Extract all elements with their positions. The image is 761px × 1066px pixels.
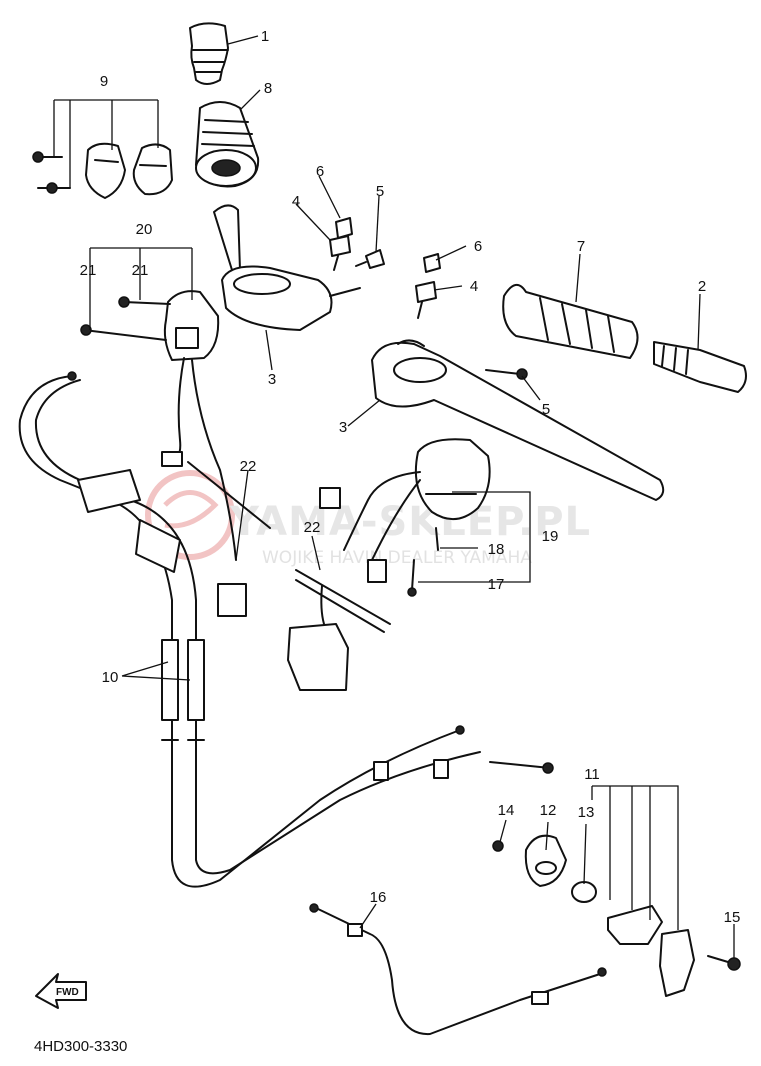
part-8-left-grip	[195, 101, 260, 188]
callout-21-outer: 21	[80, 262, 97, 279]
fwd-label: FWD	[56, 987, 79, 998]
part-10-throttle-cables	[18, 371, 554, 888]
callout-4-right: 4	[470, 278, 478, 295]
callout-21-inner: 21	[132, 262, 149, 279]
leader-lines	[53, 35, 735, 958]
callout-6-right: 6	[474, 238, 482, 255]
callout-3-right: 2	[698, 278, 706, 295]
part-7-right-grip	[502, 284, 639, 359]
part-16-choke-cable	[309, 903, 607, 1036]
callout-15: 15	[724, 909, 741, 926]
callout-9: 9	[100, 73, 108, 90]
callout-3-left: 1	[261, 28, 269, 45]
callout-12: 12	[540, 802, 557, 819]
diagram-code: 4HD300-3330	[34, 1038, 127, 1055]
part-2-handlebar-left	[213, 204, 361, 331]
watermark-main-text: YAMA-SKLEP.PL	[229, 499, 591, 545]
callout-19: 17	[488, 576, 505, 593]
callout-7: 7	[577, 238, 585, 255]
part-20-left-switch	[80, 290, 271, 617]
callout-1: 3	[339, 419, 347, 436]
part-22-strap	[287, 569, 391, 691]
part-3-right-grip-end	[653, 341, 747, 393]
callout-22-right: 22	[304, 519, 321, 536]
callout-2: 3	[268, 371, 276, 388]
callout-4-left: 4	[292, 193, 300, 210]
part-17-right-switch	[319, 438, 491, 597]
parts-4-5-6-left	[329, 217, 385, 271]
callout-16: 16	[370, 889, 387, 906]
callout-5-left: 5	[376, 183, 384, 200]
fwd-arrow-icon: FWD	[35, 973, 87, 1009]
part-1-handlebar-right	[371, 339, 665, 501]
watermark: YAMA-SKLEP.PL WOJIKE HAVIN DEALER YAMAHA	[145, 470, 591, 568]
callout-8: 8	[264, 80, 272, 97]
callout-11: 11	[584, 766, 600, 783]
callout-14: 14	[498, 802, 515, 819]
callout-numbers: 1 8 9 6 4 5 20 21 21 6 4 7 2 5 3 3 22 22…	[80, 28, 741, 926]
callout-6-left: 6	[316, 163, 324, 180]
callout-10: 10	[102, 669, 119, 686]
parts-4-6-right	[415, 253, 441, 319]
callout-22-left: 22	[240, 458, 257, 475]
watermark-sub-text: WOJIKE HAVIN DEALER YAMAHA	[262, 548, 532, 568]
callout-18: 18	[488, 541, 505, 558]
part-3-left-grip-end	[189, 22, 229, 85]
callout-20: 20	[136, 221, 153, 238]
callout-13: 13	[578, 804, 595, 821]
callout-5-right: 5	[542, 401, 550, 418]
part-11-lever-assembly	[492, 834, 741, 997]
callout-17: 19	[542, 528, 559, 545]
watermark-logo	[145, 470, 235, 560]
